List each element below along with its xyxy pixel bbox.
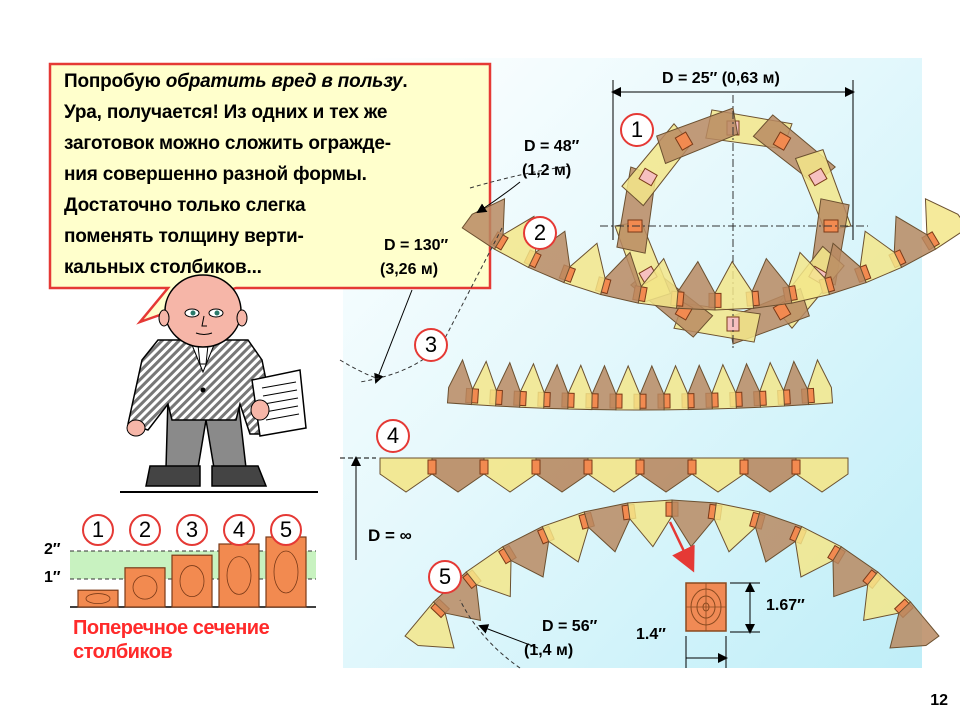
circle-arc-d2 bbox=[469, 165, 571, 189]
cross-section-caption: Поперечное сечение столбиков bbox=[73, 617, 270, 663]
shape-number-5: 5 bbox=[428, 560, 462, 594]
label-d2-meters: (1,2 м) bbox=[522, 162, 572, 179]
arc-shape-5 bbox=[404, 499, 940, 649]
arc-shape-3 bbox=[446, 358, 834, 411]
shape-number-2: 2 bbox=[523, 216, 557, 250]
section-number-3: 3 bbox=[176, 514, 208, 546]
label-d1: D = 25″ (0,63 м) bbox=[662, 70, 780, 87]
row4-post bbox=[479, 459, 489, 475]
page-number: 12 bbox=[930, 692, 948, 709]
shape-number-3: 3 bbox=[414, 328, 448, 362]
row4-post bbox=[739, 459, 749, 475]
arc3-board bbox=[446, 358, 474, 406]
row4-post bbox=[791, 459, 801, 475]
label-d4: D = ∞ bbox=[368, 526, 412, 545]
row4-post bbox=[687, 459, 697, 475]
label-d2-inches: D = 48″ bbox=[524, 138, 580, 155]
leader-d2 bbox=[476, 181, 521, 214]
label-d5-inches: D = 56″ bbox=[542, 618, 598, 635]
shape-number-4: 4 bbox=[376, 419, 410, 453]
section-bar-ring bbox=[226, 556, 252, 595]
section-bar-4 bbox=[218, 543, 260, 608]
row4-post bbox=[635, 459, 645, 475]
section-bar-5 bbox=[265, 536, 307, 608]
arc2-board bbox=[461, 197, 506, 250]
section-bar-ring bbox=[179, 565, 205, 598]
speech-bubble-text: Попробую обратить вред в пользу. Ура, по… bbox=[64, 71, 408, 278]
label-post-width: 1.4″ bbox=[636, 626, 666, 643]
circle-arc-d5 bbox=[459, 599, 521, 669]
arc-shape-2 bbox=[461, 197, 960, 311]
section-number-4: 4 bbox=[223, 514, 255, 546]
label-d5-meters: (1,4 м) bbox=[524, 642, 574, 659]
ring1-post bbox=[772, 131, 792, 151]
post-detail bbox=[685, 582, 727, 632]
red-arrow bbox=[668, 521, 695, 573]
label-d3-inches: D = 130″ bbox=[384, 237, 449, 254]
section-bar-2 bbox=[124, 567, 166, 608]
section-bar-ring bbox=[132, 575, 158, 600]
ring1-post bbox=[674, 131, 694, 151]
section-bar-ring bbox=[85, 593, 111, 605]
row4-board bbox=[379, 457, 433, 493]
section-bar-1 bbox=[77, 589, 119, 608]
label-post-height: 1.67″ bbox=[766, 597, 805, 614]
section-number-5: 5 bbox=[270, 514, 302, 546]
cross-section-chart bbox=[70, 536, 316, 608]
section-bar-3 bbox=[171, 554, 213, 608]
ring1-post bbox=[638, 167, 658, 187]
straight-shape-4 bbox=[379, 457, 849, 493]
ring1-post bbox=[808, 167, 828, 187]
row4-post bbox=[531, 459, 541, 475]
label-d3-meters: (3,26 м) bbox=[380, 261, 439, 278]
section-bar-ring bbox=[273, 550, 299, 594]
shape-number-1: 1 bbox=[620, 113, 654, 147]
section-number-1: 1 bbox=[82, 514, 114, 546]
row4-post bbox=[427, 459, 437, 475]
cartoon-man bbox=[120, 274, 318, 493]
axis-label-1-inch: 1″ bbox=[44, 569, 61, 586]
leader-d5 bbox=[478, 624, 539, 649]
row4-post bbox=[583, 459, 593, 475]
arc5-board bbox=[889, 601, 940, 649]
axis-label-2-inch: 2″ bbox=[44, 541, 61, 558]
leader-d3 bbox=[374, 289, 413, 384]
section-number-2: 2 bbox=[129, 514, 161, 546]
